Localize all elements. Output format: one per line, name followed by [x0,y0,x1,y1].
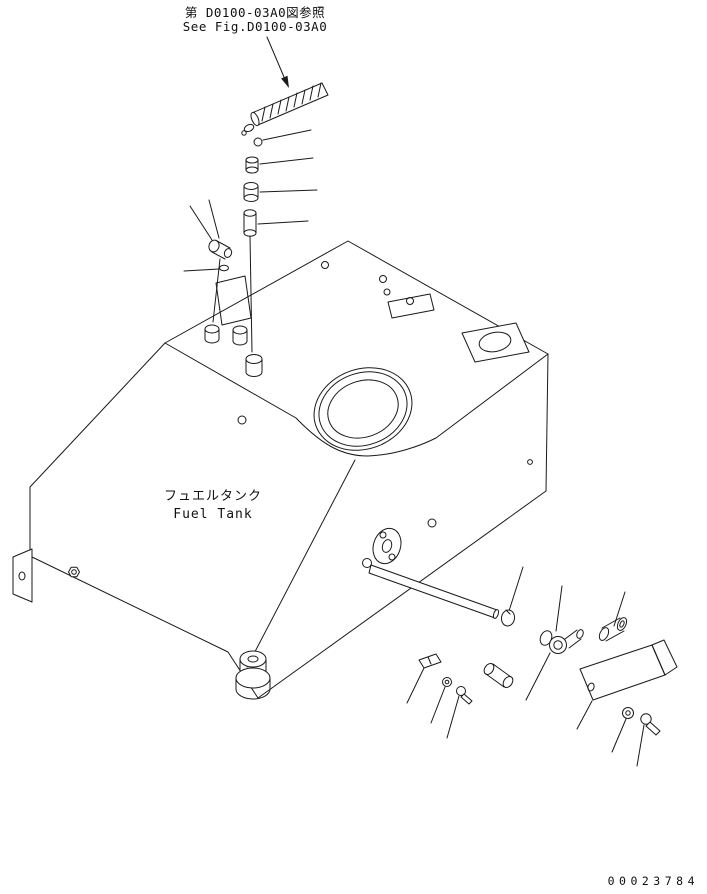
bolt-small [456,686,473,705]
connector-fitting-part [245,156,314,174]
washer-large [622,707,634,719]
hose-part [241,82,329,136]
union-fitting-part [243,182,318,202]
leader-lines-upper [508,566,626,632]
sender-flange [372,527,402,565]
bracket-part [579,639,678,701]
leader-lines-lower [406,667,645,767]
reference-note-en: See Fig.D0100-03A0 [183,19,327,34]
drain-boss [235,650,271,700]
reference-note-jp: 第 D0100-03A0図参照 [185,5,325,20]
top-plate [387,293,435,319]
nipple-fitting-part [243,209,309,353]
reference-note: 第 D0100-03A0図参照 See Fig.D0100-03A0 [183,5,327,88]
fuel-tank-body [29,240,549,699]
gasket-part [183,264,229,272]
pipe-assembly [362,558,500,619]
bolt-large [640,713,661,736]
tank-top-front-edge [164,342,549,457]
tank-outline [29,240,549,699]
tank-label-jp: フュエルタンク [164,489,262,504]
hex-bolt-front [68,566,80,578]
drawing-part-number: 00023784 [608,874,699,888]
valve-part [525,629,584,701]
tank-label: フュエルタンク Fuel Tank [164,489,262,522]
front-plug-hole [237,415,247,425]
reference-arrow-head [281,75,289,88]
filler-opening [313,367,413,451]
reference-arrow-line [266,36,285,78]
washer-small [442,677,452,687]
elbow-fitting-part [189,199,233,323]
spacer-part [483,663,514,688]
tank-boss-middle [232,325,248,346]
top-bolt-holes [321,261,414,305]
tank-boss-left [204,324,220,344]
clamp-part [500,609,516,627]
side-bolt-holes [427,459,533,528]
tank-front-corner-edge [246,459,356,668]
left-mount-tab [12,548,33,603]
o-ring-part [253,129,312,147]
clip-part [418,653,442,669]
mount-plate [215,275,252,326]
elbow-right-part [598,617,628,642]
tank-label-en: Fuel Tank [173,507,252,522]
tank-boss-front [245,354,263,377]
top-opening [461,322,530,363]
